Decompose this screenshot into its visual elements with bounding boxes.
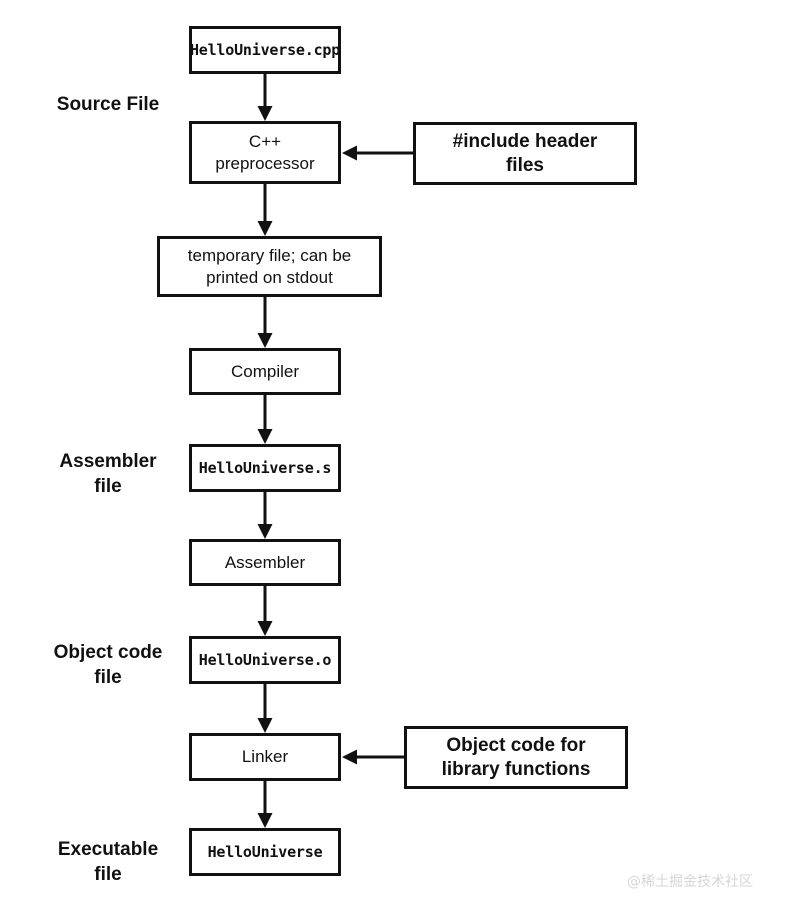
arrow-compiler-to-s bbox=[257, 395, 273, 444]
node-linker[interactable]: Linker bbox=[189, 733, 341, 781]
node-cpp-preprocessor[interactable]: C++ preprocessor bbox=[189, 121, 341, 184]
node-assembler[interactable]: Assembler bbox=[189, 539, 341, 586]
arrow-include-to-preprocessor bbox=[342, 145, 413, 161]
arrow-preprocessor-to-temp bbox=[257, 184, 273, 236]
node-hellouniverse-o[interactable]: HelloUniverse.o bbox=[189, 636, 341, 684]
stage-label-assembler-file: Assembler file bbox=[59, 451, 157, 497]
arrow-assembler-to-o bbox=[257, 586, 273, 636]
node-object-code-library[interactable]: Object code for library functions bbox=[404, 726, 628, 789]
node-hellouniverse[interactable]: HelloUniverse bbox=[189, 828, 341, 876]
node-hellouniverse-s[interactable]: HelloUniverse.s bbox=[189, 444, 341, 492]
arrow-o-to-linker bbox=[257, 684, 273, 733]
node-hellouniverse-cpp[interactable]: HelloUniverse.cpp bbox=[189, 26, 341, 74]
arrow-temp-to-compiler bbox=[257, 297, 273, 348]
node-compiler[interactable]: Compiler bbox=[189, 348, 341, 395]
node-include-header-files[interactable]: #include header files bbox=[413, 122, 637, 185]
stage-label-object-code-file: Object code file bbox=[53, 642, 163, 688]
stage-label-source-file: Source File bbox=[56, 94, 160, 115]
arrow-library-to-linker bbox=[342, 749, 404, 765]
watermark: @稀土掘金技术社区 bbox=[627, 874, 753, 890]
stage-label-executable-file: Executable file bbox=[57, 839, 159, 885]
arrow-linker-to-executable bbox=[257, 781, 273, 828]
arrow-cpp-to-preprocessor bbox=[257, 74, 273, 121]
node-temporary-file[interactable]: temporary file; can be printed on stdout bbox=[157, 236, 382, 297]
arrow-s-to-assembler bbox=[257, 492, 273, 539]
